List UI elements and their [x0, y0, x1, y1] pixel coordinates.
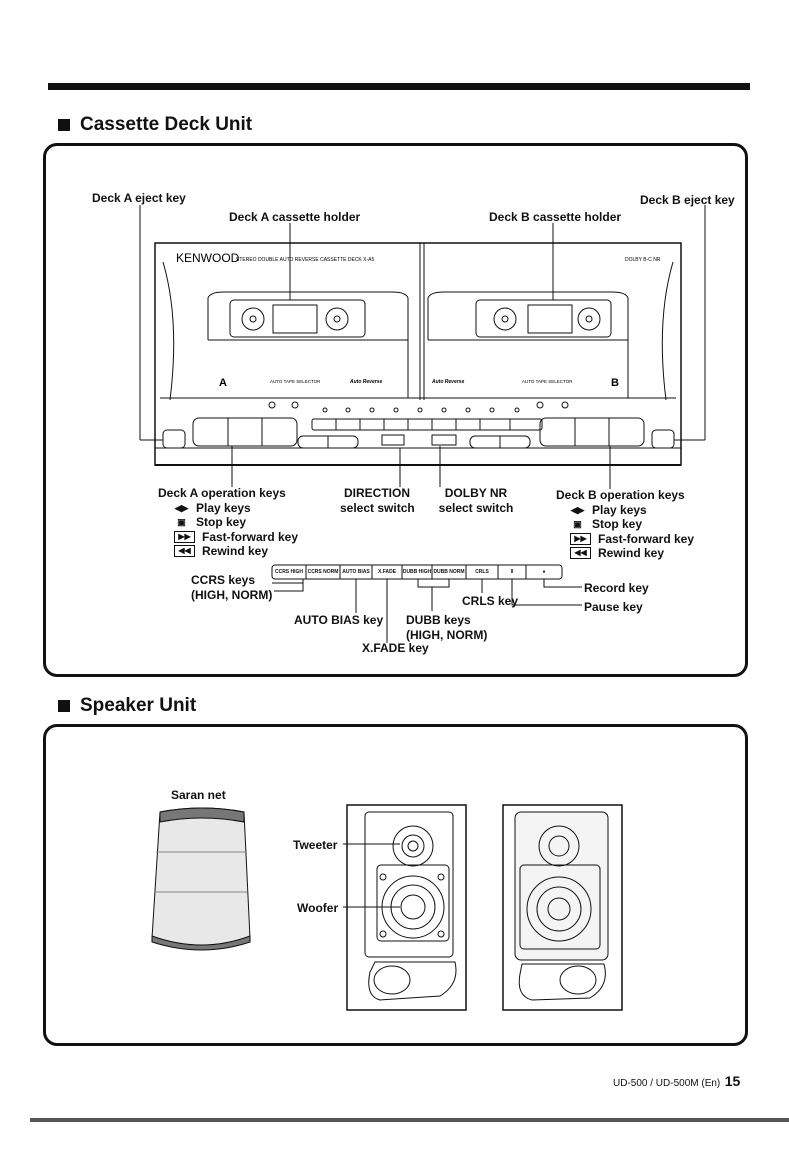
ccrs-keys-label: CCRS keys (HIGH, NORM) [191, 573, 272, 602]
strip-auto-bias: AUTO BIAS [342, 569, 370, 575]
strip-dubb-norm: DUBB NORM [433, 569, 465, 575]
ccrs-label-line2: (HIGH, NORM) [191, 587, 273, 602]
auto-reverse-a: Auto Reverse [349, 379, 382, 385]
stop-icon: ▣ [573, 519, 582, 529]
deck-b-letter: B [611, 377, 619, 389]
strip-ccrs-high: CCRS HIGH [274, 569, 304, 575]
record-key-label: Record key [584, 581, 649, 595]
speaker-section-title: Speaker Unit [80, 695, 197, 716]
button-strip: CCRS HIGH CCRS NORM AUTO BIAS X.FADE DUB… [272, 565, 562, 579]
speaker-section-heading: Speaker Unit [58, 695, 196, 717]
device-brand: KENWOOD [176, 251, 240, 265]
bottom-rule [30, 1118, 789, 1122]
rewind-icon: ◀◀ [570, 547, 591, 560]
play-icon: ◀▶ [174, 502, 189, 513]
direction-label-line1: DIRECTION [344, 486, 410, 500]
cassette-section-title: Cassette Deck Unit [80, 114, 253, 135]
strip-xfade: X.FADE [377, 569, 397, 575]
dubb-keys-label: DUBB keys (HIGH, NORM) [406, 613, 487, 642]
page-footer: UD-500 / UD-500M (En) 15 [613, 1073, 740, 1091]
dubb-label-line2: (HIGH, NORM) [406, 627, 488, 642]
strip-record: ● [542, 569, 546, 575]
strip-dubb-high: DUBB HIGH [402, 569, 432, 575]
strip-crls: CRLS [475, 569, 489, 575]
stop-key-label: Stop key [196, 515, 247, 529]
speaker-panel [43, 724, 748, 1046]
deck-a-eject-label: Deck A eject key [92, 191, 186, 205]
ccrs-label-line1: CCRS keys [191, 573, 256, 587]
deck-a-operation-legend: Deck A operation keys ◀▶ Play keys ▣ Stop … [158, 486, 298, 559]
tape-selector-a: AUTO TAPE SELECTOR [270, 379, 321, 384]
direction-label-line2: select switch [340, 500, 415, 515]
deck-b-operation-legend: Deck B operation keys ◀▶ Play keys ▣ Stop … [556, 488, 694, 561]
cassette-section-heading: Cassette Deck Unit [58, 114, 252, 136]
fast-forward-key-label: Fast-forward key [202, 529, 299, 544]
deck-b-eject-label: Deck B eject key [640, 193, 735, 207]
auto-bias-key-label: AUTO BIAS key [294, 613, 384, 627]
fast-forward-icon: ▶▶ [570, 532, 591, 545]
tweeter-label: Tweeter [293, 838, 338, 852]
deck-a-letter: A [219, 377, 227, 389]
dolby-label-line1: DOLBY NR [444, 486, 508, 500]
dubb-label-line1: DUBB keys [406, 613, 471, 627]
deck-a-holder-label: Deck A cassette holder [229, 210, 361, 224]
play-icon: ◀▶ [570, 504, 585, 515]
bullet-square-icon [58, 700, 70, 712]
rewind-key-label: Rewind key [202, 544, 269, 558]
rewind-key-label: Rewind key [598, 546, 665, 560]
cassette-panel [43, 143, 748, 677]
device-model-text: STEREO DOUBLE AUTO REVERSE CASSETTE DECK… [236, 257, 374, 263]
strip-ccrs-norm: CCRS NORM [307, 569, 339, 575]
deck-a-operation-label: Deck A operation keys [158, 486, 286, 500]
crls-key-label: CRLS key [462, 594, 519, 608]
pause-key-label: Pause key [584, 600, 643, 614]
saran-net-label: Saran net [171, 788, 226, 802]
dolby-switch-label: DOLBY NR select switch [436, 486, 516, 515]
tape-selector-b: AUTO TAPE SELECTOR [522, 379, 573, 384]
page-number: 15 [724, 1073, 741, 1089]
auto-reverse-b: Auto Reverse [431, 379, 464, 385]
direction-switch-label: DIRECTION select switch [340, 486, 415, 515]
dolby-label-line2: select switch [438, 500, 514, 515]
stop-key-label: Stop key [592, 517, 643, 531]
deck-b-holder-label: Deck B cassette holder [489, 210, 622, 224]
xfade-key-label: X.FADE key [362, 641, 429, 655]
footer-model: UD-500 / UD-500M (En) [613, 1078, 721, 1089]
woofer-label: Woofer [297, 901, 339, 915]
top-rule [48, 83, 750, 90]
button-strip-detail [271, 564, 582, 643]
play-key-label: Play keys [592, 502, 647, 517]
strip-pause: II [510, 569, 514, 575]
fast-forward-icon: ▶▶ [174, 530, 195, 543]
speaker-illustration [151, 804, 623, 1011]
fast-forward-key-label: Fast-forward key [598, 531, 695, 546]
bullet-square-icon [58, 119, 70, 131]
stop-icon: ▣ [177, 517, 186, 527]
deck-b-operation-label: Deck B operation keys [556, 488, 685, 502]
dolby-badge: DOLBY B-C NR [625, 257, 661, 263]
rewind-icon: ◀◀ [174, 545, 195, 558]
play-key-label: Play keys [196, 500, 251, 515]
cassette-deck-illustration: KENWOOD STEREO DOUBLE AUTO REVERSE CASSE… [139, 205, 706, 489]
